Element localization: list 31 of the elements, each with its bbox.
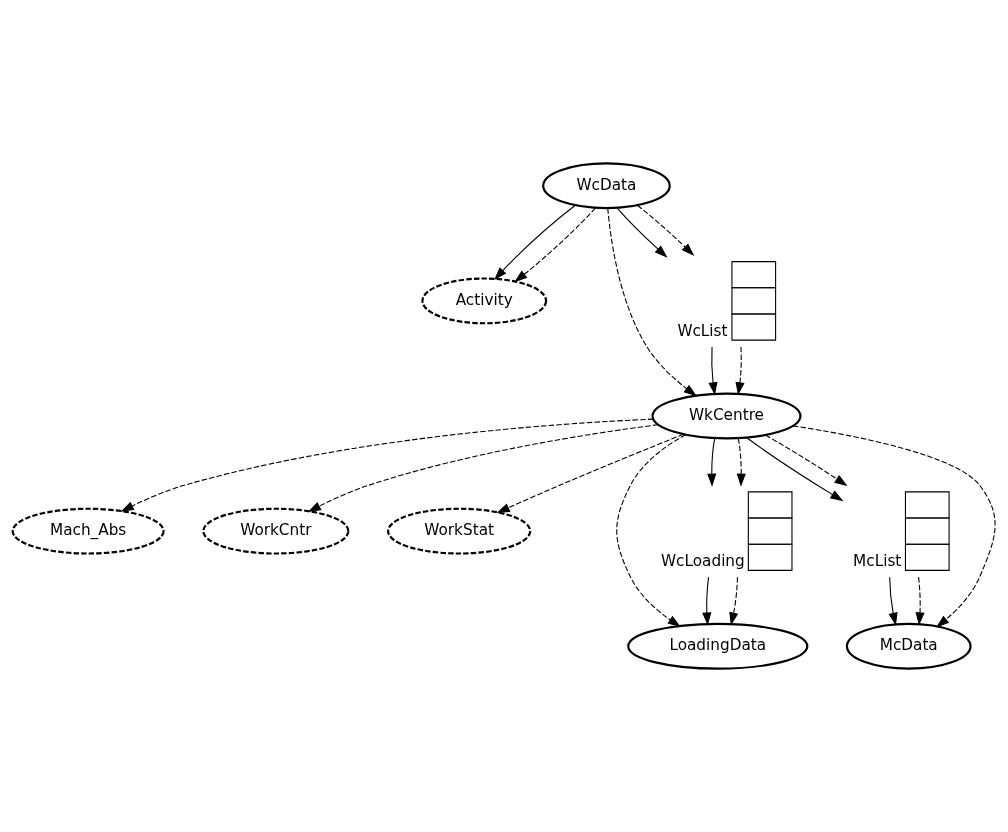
arrow [514,207,596,283]
arrow [607,208,697,397]
node-label: WcList [677,322,728,341]
arrow [708,346,718,396]
node-ellipse: Mach_Abs [11,507,165,555]
arrow [307,424,659,512]
node-ellipse: McData [845,622,972,670]
arrow [746,437,844,502]
arrow [729,576,739,626]
arrow [616,434,687,627]
node-ellipse: WorkCntr [202,507,350,555]
arrow [792,425,996,628]
arrow [765,434,848,487]
arrow [637,204,695,256]
arrow [915,576,925,626]
node-ellipse: LoadingData [627,622,809,670]
arrow [735,346,745,396]
arrow [120,418,654,512]
node-ellipse: WcData [542,162,671,210]
arrow [736,437,746,487]
node-ellipse: Activity [421,277,548,325]
arrow [616,207,668,258]
arrow [496,433,684,513]
arrow [888,576,898,626]
arrow [702,576,712,626]
node-label: McList [853,552,902,571]
node-ellipse: WkCentre [651,392,802,440]
node-ellipse: WorkStat [387,507,532,555]
arrow [707,437,717,487]
arrow [494,204,576,280]
node-label: WcLoading [661,552,745,571]
